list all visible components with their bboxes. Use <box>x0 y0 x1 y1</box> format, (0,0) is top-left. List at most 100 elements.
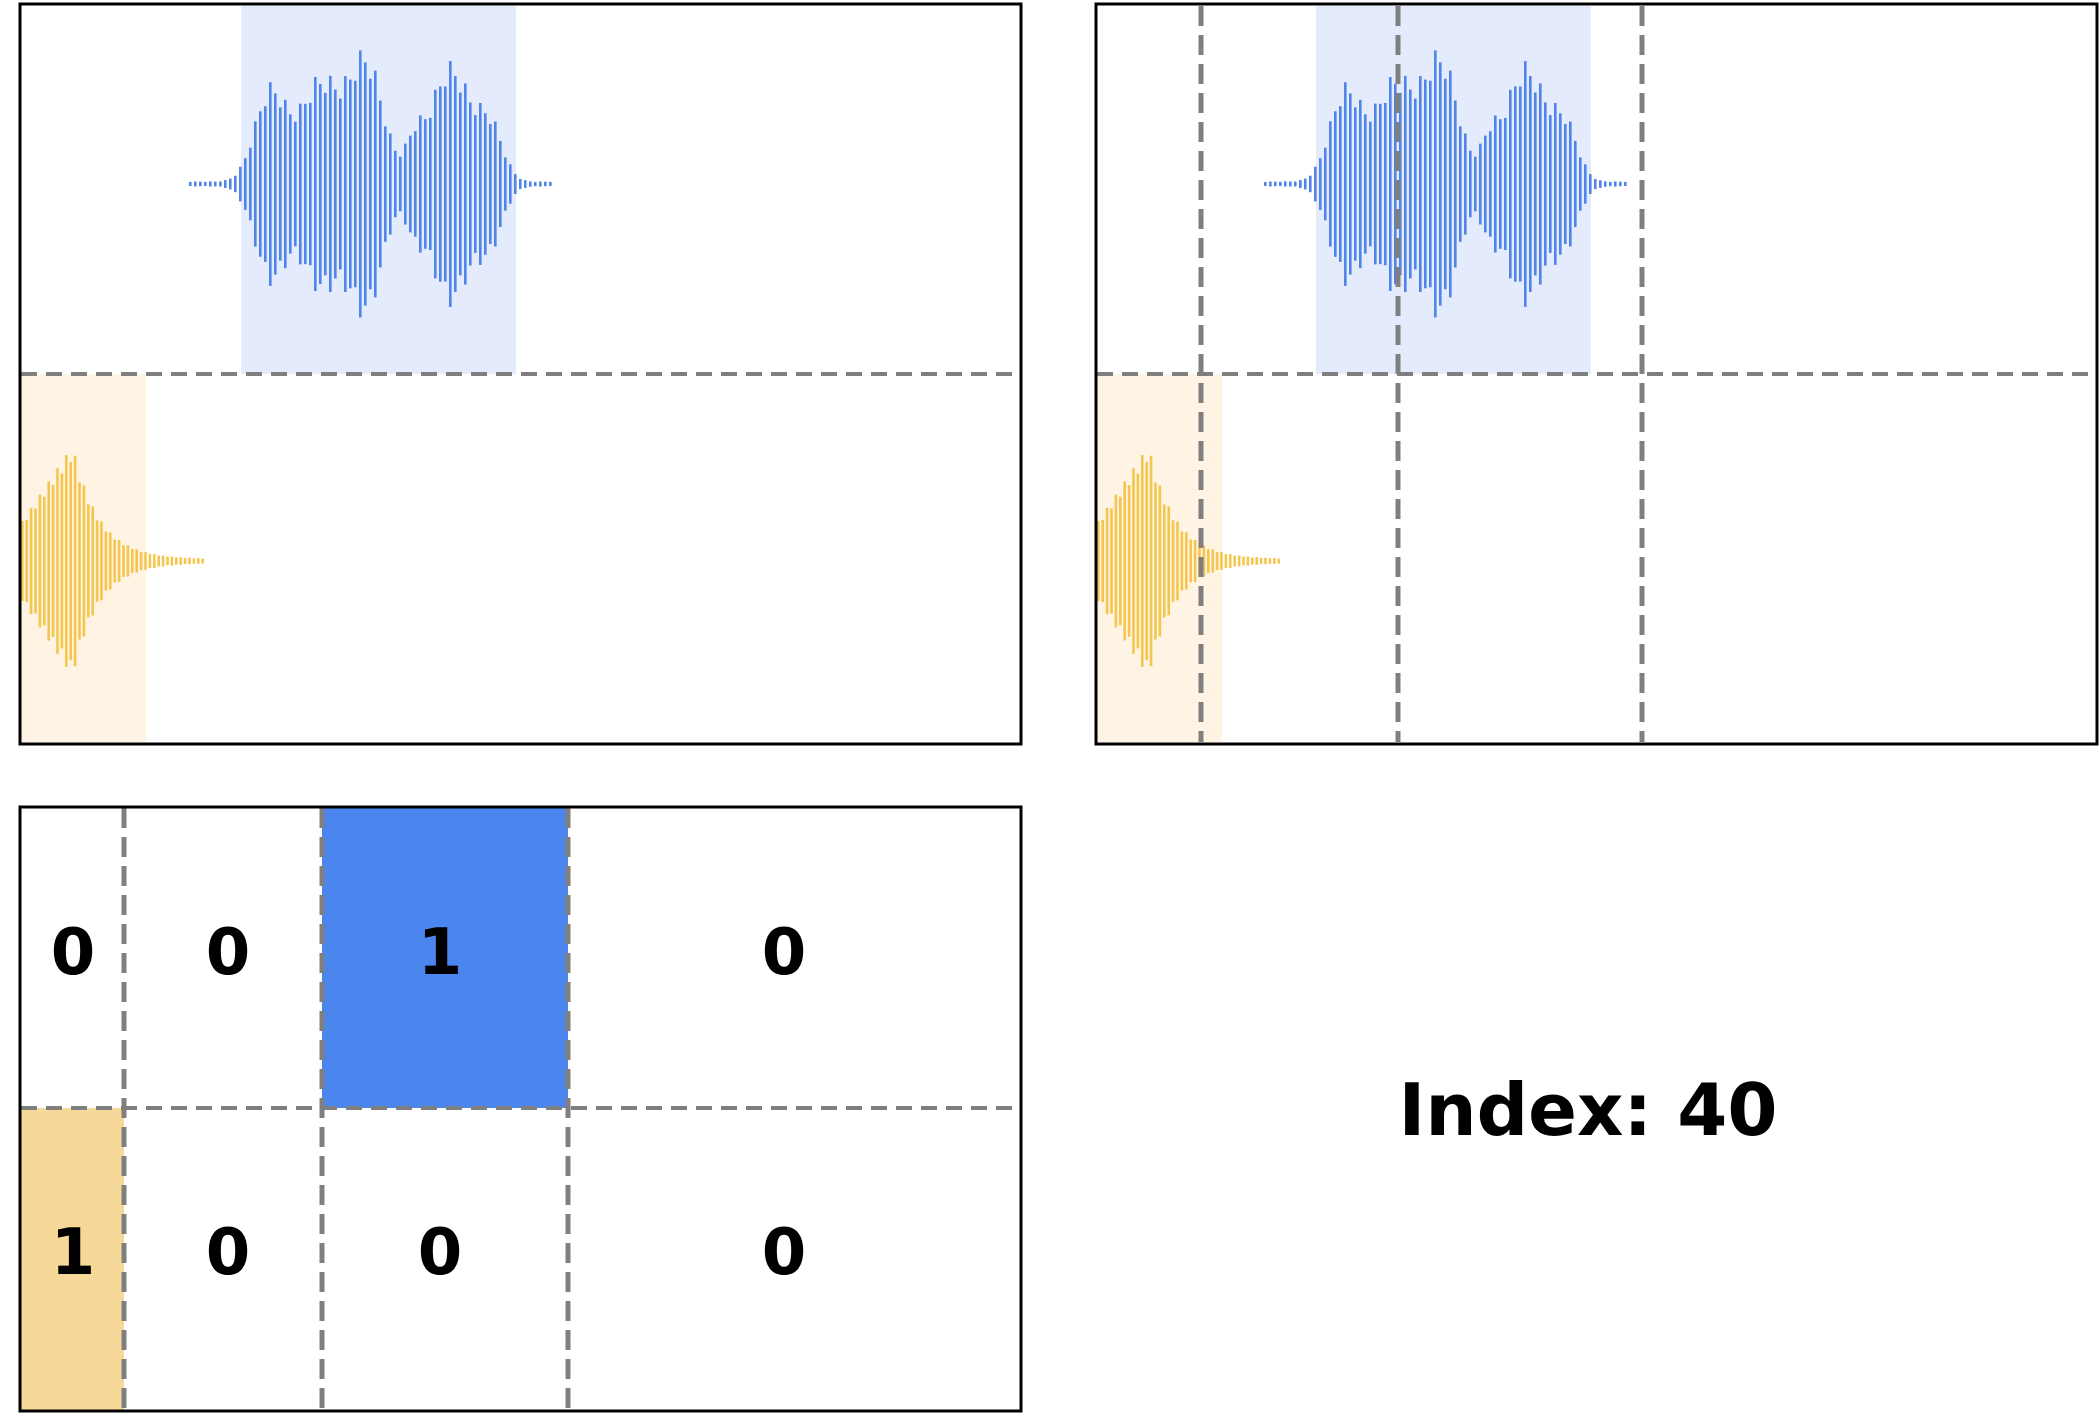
waveform-bar <box>369 78 372 290</box>
waveform-bar <box>1364 114 1367 254</box>
waveform-bar <box>192 558 196 564</box>
waveform-bar <box>1489 131 1492 237</box>
waveform-bar <box>117 540 121 582</box>
waveform-bar <box>1454 100 1457 268</box>
waveform-bar <box>1242 556 1245 566</box>
waveform-bar <box>249 147 252 221</box>
waveform-bar <box>1132 468 1135 654</box>
waveform-bar <box>1439 62 1442 306</box>
waveform-bar <box>384 126 387 242</box>
waveform-bar <box>1127 485 1131 637</box>
waveform-bar <box>479 103 482 265</box>
waveform-bar <box>91 506 94 616</box>
waveform-bar <box>1193 540 1197 582</box>
waveform-bar <box>539 181 542 187</box>
waveform-bar <box>419 115 422 253</box>
grid-cell-value: 1 <box>51 1216 96 1290</box>
waveform-bar <box>524 180 527 188</box>
index-label: Index: 40 <box>1399 1068 1778 1152</box>
waveform-bar <box>374 70 377 298</box>
waveform-bar <box>1469 150 1472 218</box>
waveform-bar <box>444 86 447 282</box>
waveform-bar <box>1229 554 1232 568</box>
waveform-bar <box>197 558 200 564</box>
waveform-bar <box>1268 558 1272 564</box>
waveform-bar <box>1114 494 1118 628</box>
waveform-bar <box>175 557 178 565</box>
waveform-bar <box>349 79 352 289</box>
waveform-bar <box>1569 121 1572 247</box>
waveform-bar <box>1474 156 1477 212</box>
waveform-bar <box>1344 82 1347 286</box>
waveform-bar <box>1180 531 1184 591</box>
waveform-bar <box>21 521 24 601</box>
waveform-bar <box>194 181 197 187</box>
waveform-bar <box>1604 181 1607 187</box>
waveform-bar <box>1359 99 1362 269</box>
waveform-bar <box>1224 554 1228 568</box>
waveform-bar <box>1284 181 1287 187</box>
waveform-bar <box>1237 555 1241 567</box>
waveform-bar <box>78 482 81 640</box>
waveform-bar <box>139 552 143 570</box>
waveform-bar <box>1519 86 1522 282</box>
waveform-bar <box>1374 103 1377 265</box>
waveform-bar <box>209 181 212 187</box>
waveform-bar <box>56 468 59 654</box>
waveform-bar <box>43 496 46 626</box>
waveform-bar <box>1369 121 1372 247</box>
waveform-bar <box>1434 50 1437 318</box>
waveform-bar <box>299 103 302 265</box>
waveform-bar <box>1524 61 1527 307</box>
waveform-bar <box>509 164 512 204</box>
waveform-bar <box>1141 455 1144 667</box>
waveform-bar <box>1619 181 1622 187</box>
waveform-bar <box>1449 70 1452 298</box>
waveform-bar <box>1549 115 1552 253</box>
waveform-bar <box>439 86 442 282</box>
waveform-bar <box>1554 103 1557 265</box>
waveform-bar <box>1564 124 1567 244</box>
waveform-bar <box>1424 79 1427 289</box>
waveform-bar <box>544 181 547 187</box>
waveform-bar <box>1264 181 1267 186</box>
yellow-waveform <box>21 455 204 667</box>
waveform-bar <box>1279 181 1282 186</box>
waveform-bar <box>1123 481 1126 641</box>
waveform-bar <box>1599 180 1602 188</box>
waveform-bar <box>274 93 277 275</box>
waveform-bar <box>1544 102 1547 266</box>
waveform-bar <box>1176 521 1179 601</box>
waveform-bar <box>1319 158 1322 210</box>
waveform-bar <box>459 92 462 276</box>
waveform-bar <box>60 473 64 649</box>
waveform-bar <box>1429 80 1432 288</box>
waveform-bar <box>474 115 477 253</box>
waveform-bar <box>1299 180 1302 188</box>
waveform-bar <box>161 555 165 567</box>
waveform-bar <box>344 76 347 292</box>
waveform-bar <box>148 554 152 568</box>
waveform-bar <box>504 157 507 211</box>
panel-frame <box>1094 2 2099 746</box>
waveform-bar <box>309 102 312 266</box>
waveform-bar <box>1246 556 1250 566</box>
waveform-bar <box>1220 552 1223 570</box>
waveform-bar <box>1379 103 1382 265</box>
waveform-bar <box>1269 181 1272 187</box>
waveform-bar <box>1464 133 1467 235</box>
waveform-bar <box>354 80 357 288</box>
waveform-bar <box>334 89 337 279</box>
waveform-bar <box>254 121 257 247</box>
waveform-bar <box>329 75 332 293</box>
waveform-bar <box>314 77 317 291</box>
waveform-bar <box>47 481 50 641</box>
waveform-bar <box>1171 520 1175 602</box>
waveform-bar <box>1339 106 1342 262</box>
waveform-bar <box>188 557 191 565</box>
waveform-bar <box>122 545 125 577</box>
waveform-bar <box>166 556 169 566</box>
waveform-bar <box>1479 143 1482 225</box>
waveform-bar <box>549 181 552 186</box>
